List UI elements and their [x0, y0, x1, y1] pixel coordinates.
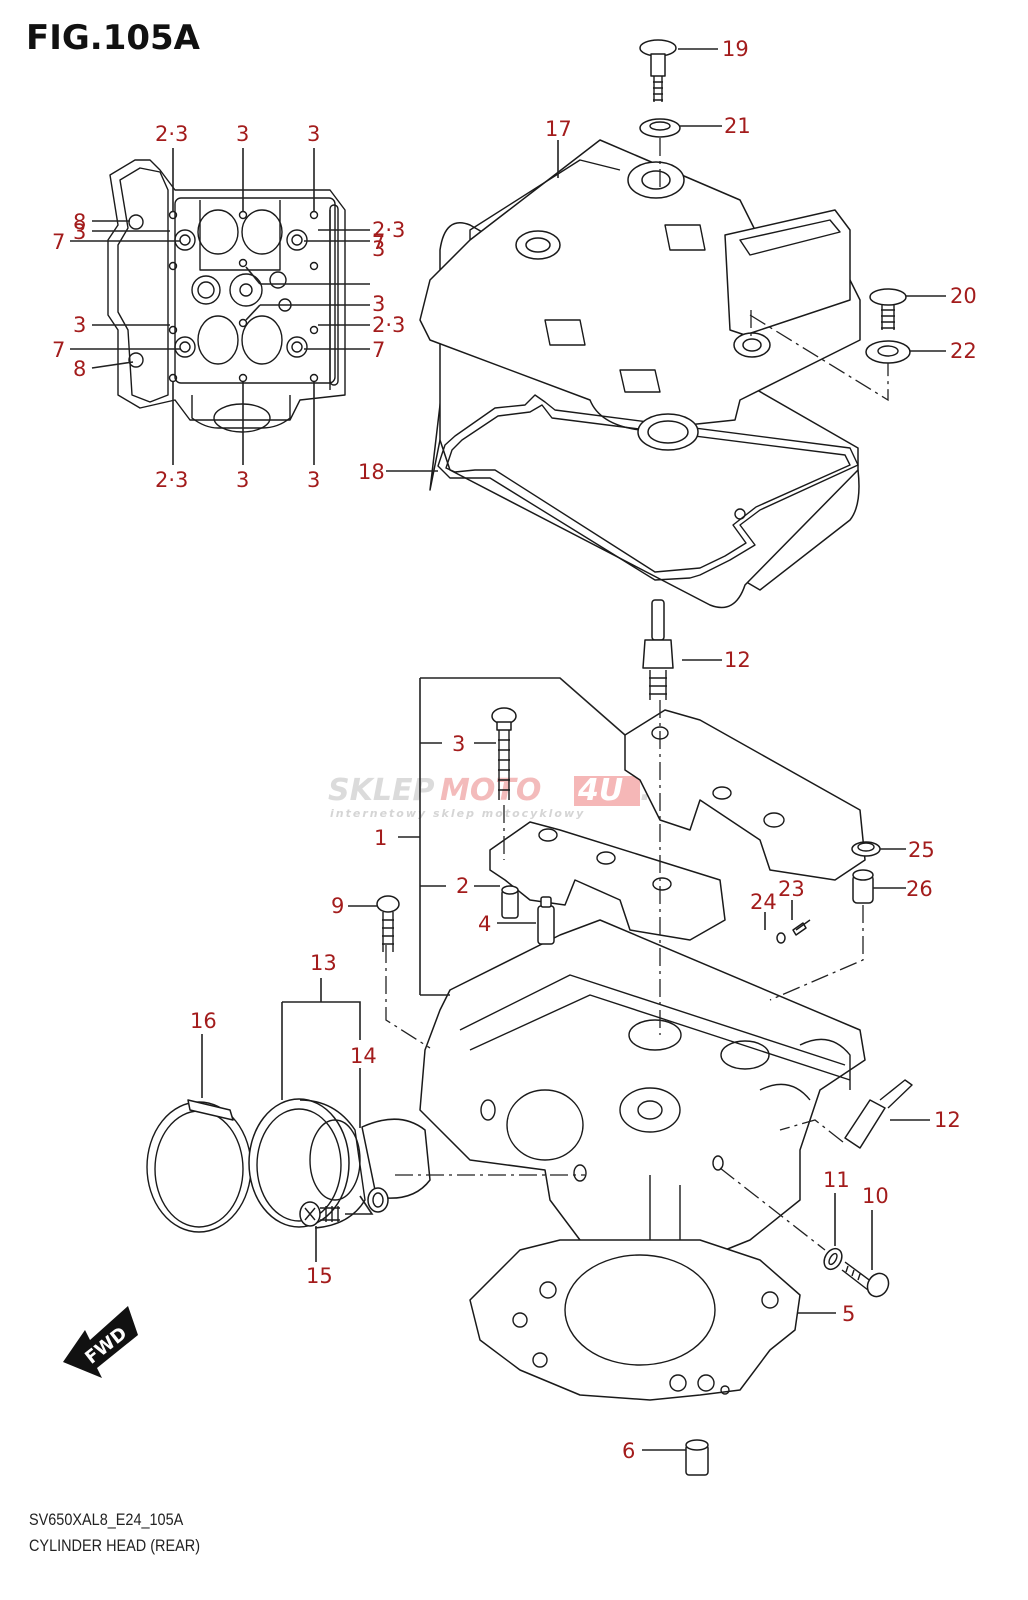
- callout-top-view: 7: [52, 230, 65, 254]
- bolt-9: [376, 895, 400, 952]
- callout-13: 13: [310, 951, 337, 975]
- forward-direction-badge: FWD: [63, 1306, 138, 1378]
- callout-2: 2: [456, 874, 469, 898]
- dowel-pin-6: [685, 1439, 709, 1476]
- callout-top-view: 7: [372, 230, 385, 254]
- top-view-labels: 2·3 3 3 8 7 7 3 2·3 3 3 3 2·3 7 7 8 2·3 …: [52, 122, 405, 492]
- callout-19: 19: [722, 37, 749, 61]
- callout-17: 17: [545, 117, 572, 141]
- oil-jet-23: [792, 919, 811, 936]
- intake-pipe-13: [248, 1098, 366, 1229]
- callout-top-view: 2·3: [372, 218, 405, 242]
- callout-6: 6: [622, 1439, 635, 1463]
- callout-22: 22: [950, 339, 977, 363]
- o-ring-24: [776, 932, 786, 944]
- watermark-brand-box: [574, 776, 640, 806]
- callout-top-view: 7: [372, 338, 385, 362]
- callout-9: 9: [331, 894, 344, 918]
- callout-top-view: 3: [307, 468, 320, 492]
- callout-top-view: 8: [73, 357, 86, 381]
- callout-16: 16: [190, 1009, 217, 1033]
- callout-top-view: 2·3: [155, 468, 188, 492]
- intake-pipe-o-ring-14: [361, 1118, 431, 1213]
- cylinder-head-top-view: [107, 159, 346, 433]
- callout-12-upper: 12: [724, 648, 751, 672]
- figure-name: CYLINDER HEAD (REAR): [29, 1536, 201, 1555]
- camshaft-holders: [489, 709, 866, 941]
- callout-top-view: 7: [52, 338, 65, 362]
- callout-top-view: 3: [73, 313, 86, 337]
- main-leaders: [201, 659, 930, 1451]
- cylinder-head-cover: [419, 139, 861, 609]
- spark-plug-lower: [844, 1079, 913, 1149]
- callout-top-view: 2·3: [155, 122, 188, 146]
- callout-top-view: 3: [372, 292, 385, 316]
- callout-top-view: 3: [372, 237, 385, 261]
- callout-4: 4: [478, 912, 491, 936]
- dowel-pin-2: [501, 885, 519, 919]
- cover-gasket-21: [639, 118, 681, 138]
- callout-top-view: 3: [307, 122, 320, 146]
- callout-3: 3: [452, 732, 465, 756]
- watermark-brand-moto: MOTO: [440, 773, 541, 808]
- figure-title: FIG.105A: [26, 18, 200, 58]
- bolt-10: [841, 1261, 890, 1298]
- callout-top-view: 8: [73, 210, 86, 234]
- callout-14: 14: [350, 1044, 377, 1068]
- callout-20: 20: [950, 284, 977, 308]
- callout-top-view: 3: [236, 122, 249, 146]
- callout-top-view: 3: [236, 468, 249, 492]
- callout-12-lower: 12: [934, 1108, 961, 1132]
- callout-23: 23: [778, 877, 805, 901]
- clamp-16: [146, 1099, 252, 1233]
- callout-26: 26: [906, 877, 933, 901]
- model-code: SV650XAL8_E24_105A: [29, 1510, 184, 1529]
- spark-plug-upper: [642, 599, 674, 700]
- oil-seal-25: [851, 841, 881, 857]
- watermark: SKLEP MOTO 4U .PL internetowy sklep moto…: [328, 773, 693, 820]
- cover-bolt-19: [639, 39, 677, 102]
- screw-15: [299, 1201, 340, 1227]
- watermark-brand-sklep: SKLEP: [328, 773, 434, 808]
- cylinder-head-cover-gasket: [437, 394, 859, 581]
- callout-25: 25: [908, 838, 935, 862]
- valve-lifter: [537, 896, 555, 945]
- callout-5: 5: [842, 1302, 855, 1326]
- callout-15: 15: [306, 1264, 333, 1288]
- washer-11: [823, 1247, 843, 1271]
- cover-leaders: [386, 48, 946, 472]
- cylinder-head: [419, 919, 866, 1286]
- camshaft-holder-bolt: [491, 707, 517, 800]
- dowel-pin-26: [852, 869, 874, 904]
- top-view-leaders: [70, 148, 370, 465]
- watermark-brand-4u: 4U: [577, 773, 623, 808]
- part-labels: 1 2 3 4 5 6 9 10 11 12 12 13 14 15 16 17…: [190, 37, 977, 1463]
- callout-top-view: 2·3: [372, 313, 405, 337]
- cylinder-head-gasket: [469, 1239, 801, 1401]
- callout-21: 21: [724, 114, 751, 138]
- washer-22: [865, 340, 911, 364]
- callout-1: 1: [374, 826, 387, 850]
- bolt-20: [869, 288, 907, 330]
- callout-24: 24: [750, 890, 777, 914]
- watermark-tagline: internetowy sklep motocyklowy: [330, 807, 585, 820]
- callout-18: 18: [358, 460, 385, 484]
- callout-10: 10: [862, 1184, 889, 1208]
- callout-top-view: 3: [73, 220, 86, 244]
- callout-11: 11: [823, 1168, 850, 1192]
